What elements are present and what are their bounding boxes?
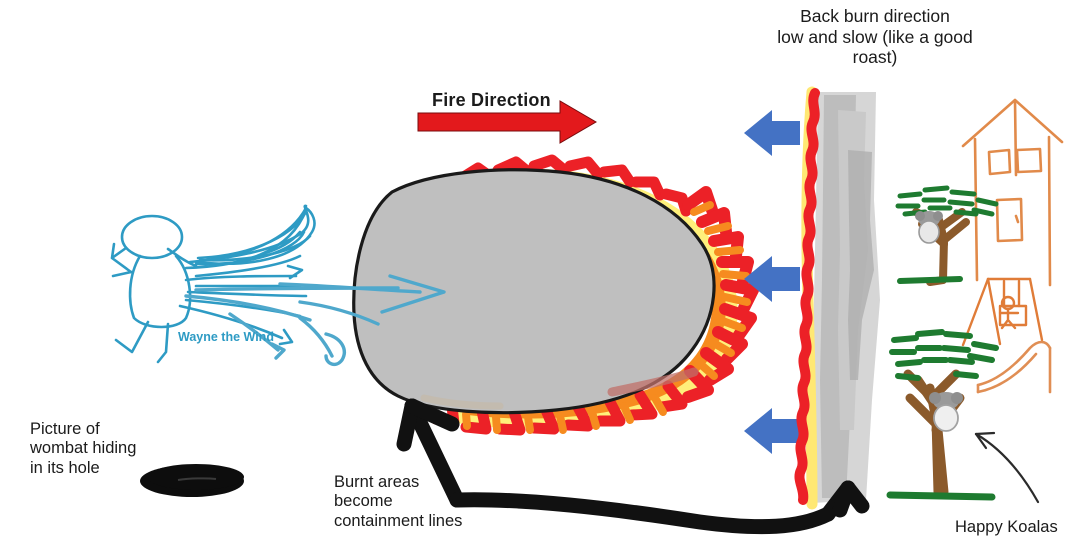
flame-front (430, 154, 759, 436)
burnt-area-blob (352, 154, 759, 436)
back-burn-strip (794, 86, 880, 510)
wombat-hole-label: Picture of wombat hiding in its hole (30, 420, 137, 477)
back-burn-arrow-top (744, 110, 800, 156)
wombat-hole-blob (140, 464, 244, 497)
house-drawing (961, 98, 1064, 287)
containment-line-arrow (396, 398, 870, 535)
back-burn-direction-label: Back burn direction low and slow (like a… (777, 6, 973, 68)
swing-set-drawing (961, 277, 1044, 347)
wind-stream-lines (184, 274, 446, 367)
back-burn-arrow-bottom (744, 408, 800, 454)
fire-direction-arrow (417, 100, 597, 144)
happy-koalas-label: Happy Koalas (955, 518, 1058, 536)
back-burn-arrows (744, 110, 800, 454)
slide-drawing (976, 340, 1052, 394)
back-burn-arrow-middle (744, 256, 800, 302)
koala-lower (929, 392, 963, 432)
burnt-areas-label: Burnt areas become containment lines (334, 473, 463, 530)
wayne-the-wind-label: Wayne the Wind (178, 330, 274, 344)
tree-lower (886, 329, 999, 501)
tree-upper (895, 185, 999, 286)
flame-teeth (430, 154, 759, 436)
koala-upper (915, 211, 943, 244)
koala-pointer-arrow (974, 431, 1040, 504)
wayne-the-wind-figure (110, 204, 316, 364)
fire-direction-label: Fire Direction (432, 90, 551, 110)
